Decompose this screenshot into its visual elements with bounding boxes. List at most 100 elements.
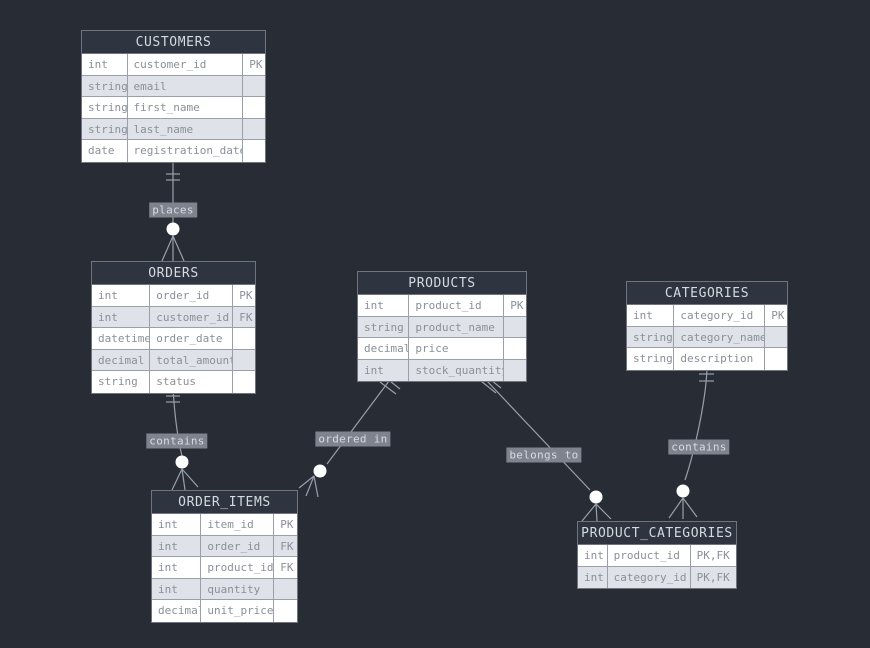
attribute-key-badge bbox=[243, 140, 265, 162]
attribute-name: first_name bbox=[127, 97, 244, 119]
attribute-type: string bbox=[92, 371, 151, 393]
attribute-name: quantity bbox=[201, 578, 275, 600]
attribute-type: decimal bbox=[92, 349, 151, 371]
attribute-type: string bbox=[627, 348, 675, 370]
attribute-key-badge bbox=[243, 76, 266, 97]
attribute-type: int bbox=[152, 557, 202, 579]
attribute-type: string bbox=[627, 326, 675, 348]
attribute-name: email bbox=[127, 75, 244, 97]
attribute-key-badge: PK,FK bbox=[696, 570, 730, 584]
relationship-label: contains bbox=[146, 433, 208, 449]
attribute-key-badge bbox=[504, 360, 526, 382]
attribute-type: int bbox=[358, 359, 410, 381]
attribute-key-badge bbox=[233, 350, 255, 371]
attribute-name: status bbox=[150, 371, 234, 393]
entity-title: CUSTOMERS bbox=[82, 31, 265, 54]
attribute-name: category_id bbox=[608, 566, 691, 588]
attribute-key-badge bbox=[504, 338, 526, 360]
attribute-name: item_id bbox=[201, 514, 275, 536]
attribute-type: int bbox=[627, 305, 675, 327]
attribute-type: date bbox=[82, 140, 128, 162]
attribute-key-badge bbox=[765, 327, 787, 348]
attribute-name: product_id bbox=[409, 295, 505, 317]
entity-title: PRODUCT_CATEGORIES bbox=[578, 522, 736, 545]
entity-title: ORDER_ITEMS bbox=[152, 491, 297, 514]
attribute-name: total_amount bbox=[150, 349, 234, 371]
attribute-key-badge bbox=[504, 317, 526, 338]
attribute-key-badge bbox=[274, 600, 297, 622]
attribute-name: product_id bbox=[607, 545, 691, 567]
attribute-key-badge bbox=[233, 371, 255, 393]
attribute-type: int bbox=[152, 535, 202, 557]
attribute-key-badge: PK bbox=[504, 295, 526, 317]
attribute-type: decimal bbox=[358, 338, 410, 360]
attribute-name: customer_id bbox=[150, 306, 234, 328]
attribute-key-badge: PK,FK bbox=[690, 545, 736, 567]
attribute-name: category_name bbox=[674, 326, 766, 348]
attribute-name: stock_quantity bbox=[409, 359, 505, 381]
attribute-name: registration_date bbox=[128, 140, 244, 162]
attribute-name: order_date bbox=[150, 328, 234, 350]
attribute-name: customer_id bbox=[127, 54, 244, 76]
attribute-type: int bbox=[92, 306, 151, 328]
attribute-type: int bbox=[152, 578, 202, 600]
attribute-name: product_id bbox=[201, 557, 275, 579]
attribute-name: last_name bbox=[127, 118, 244, 140]
entity-title: CATEGORIES bbox=[627, 282, 787, 305]
attribute-name: order_id bbox=[201, 535, 275, 557]
attribute-key-badge: PK bbox=[765, 305, 787, 327]
attribute-type: string bbox=[82, 97, 128, 119]
attribute-type: int bbox=[358, 295, 410, 317]
attribute-key-badge bbox=[274, 579, 297, 600]
relationship-label: belongs to bbox=[506, 447, 582, 463]
attribute-key-badge bbox=[233, 328, 255, 350]
attribute-name: price bbox=[409, 338, 505, 360]
attribute-name: description bbox=[674, 348, 766, 370]
attribute-key-badge: PK bbox=[243, 54, 266, 76]
attribute-type: int bbox=[92, 285, 151, 307]
attribute-key-badge bbox=[243, 119, 266, 140]
entity-title: PRODUCTS bbox=[358, 272, 526, 295]
relationship-label: places bbox=[149, 202, 197, 218]
relationship-label: ordered in bbox=[315, 431, 391, 447]
attribute-type: int bbox=[578, 566, 608, 588]
attribute-key-badge: PK bbox=[233, 285, 255, 307]
attribute-name: product_name bbox=[409, 316, 505, 338]
attribute-name: unit_price bbox=[201, 600, 275, 622]
attribute-key-badge bbox=[765, 348, 787, 370]
attribute-name: order_id bbox=[150, 285, 234, 307]
entity-title: ORDERS bbox=[92, 262, 255, 285]
attribute-type: int bbox=[152, 514, 202, 536]
